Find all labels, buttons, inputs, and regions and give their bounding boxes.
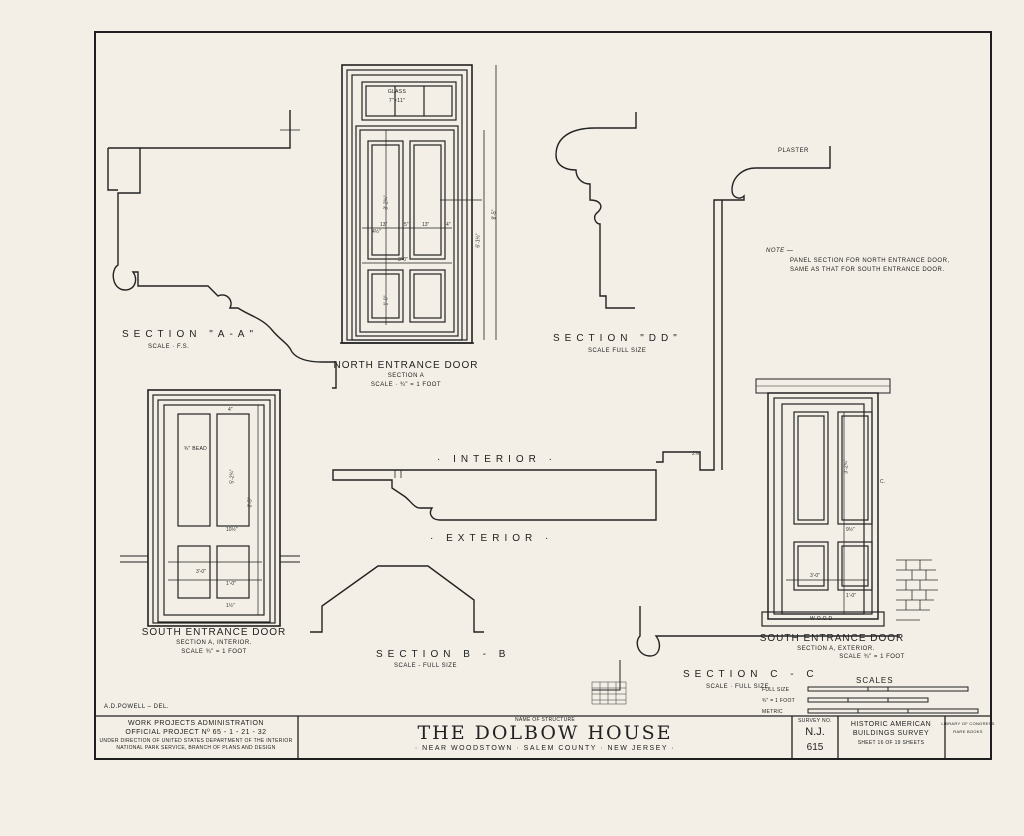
dim-south-int-rail: 10½": [226, 527, 238, 533]
wpa-line3: UNDER DIRECTION OF UNITED STATES DEPARTM…: [99, 738, 293, 744]
wpa-line2: OFFICIAL PROJECT Nº 65 - 1 - 21 - 32: [125, 729, 267, 736]
dim-south-ext-upper: 3'-2¾": [843, 459, 850, 474]
dim-panel-w-a: 13": [380, 222, 388, 228]
wpa-line4: NATIONAL PARK SERVICE, BRANCH OF PLANS A…: [116, 745, 276, 751]
brick-wall: [896, 559, 938, 621]
section-dd-scale: SCALE FULL SIZE: [588, 348, 647, 354]
section-aa-title: SECTION "A-A": [122, 329, 258, 340]
dim-overall-height: 8'-5": [491, 209, 498, 220]
north-door-scale: SCALE · ¾" = 1 FOOT: [370, 382, 442, 388]
north-door-section: SECTION A: [387, 373, 425, 379]
plaster-label: PLASTER: [778, 148, 809, 154]
section-aa-profile: [107, 110, 337, 389]
section-dd-title: SECTION "DD": [553, 333, 682, 344]
section-bb-profile: [310, 565, 484, 633]
section-aa-scale: SCALE · F.S.: [148, 344, 190, 350]
south-ext-title: SOUTH ENTRANCE DOOR: [759, 633, 905, 644]
section-cc-scale: SCALE · FULL SIZE.: [706, 684, 772, 690]
survey-state: N.J.: [805, 726, 825, 738]
sheet-border: [94, 31, 992, 760]
bead-label: ¾" BEAD: [184, 446, 208, 452]
section-dd-profile: [555, 112, 637, 309]
dim-south-int-top: 4": [228, 407, 233, 413]
hatched-block-cc: [591, 681, 627, 705]
dim-panel-w-b: 13": [422, 222, 430, 228]
dim-south-int-height: 6'-5": [247, 497, 254, 508]
south-ext-scale: SCALE ¾" = 1 FOOT: [839, 654, 905, 660]
dim-south-ext-rail: 9½": [846, 527, 855, 533]
exterior-label: · EXTERIOR ·: [430, 533, 554, 544]
dim-south-int-width: 3'-0": [196, 569, 206, 575]
section-cc-profile: [592, 606, 900, 691]
note-line2: SAME AS THAT FOR SOUTH ENTRANCE DOOR.: [790, 267, 945, 273]
dim-stile-b: 4": [446, 222, 451, 228]
scale-row-2: ¾" = 1 FOOT: [762, 698, 795, 704]
dim-door-width: 3'-0": [398, 257, 408, 263]
south-entrance-door-exterior: [755, 378, 891, 627]
note-title: NOTE —: [766, 248, 794, 254]
dim-door-height: 6'-1½": [475, 233, 482, 248]
loc-line2: RARE BOOKS: [953, 729, 983, 734]
section-cc-dim: 2⅝": [692, 451, 701, 457]
structure-name: THE DOLBOW HOUSE: [417, 722, 673, 744]
habs-line2: BUILDINGS SURVEY: [852, 730, 930, 737]
structure-location: · NEAR WOODSTOWN · SALEM COUNTY · NEW JE…: [414, 745, 676, 752]
dim-south-ext-lower: 1'-0": [846, 593, 856, 599]
dim-south-int-lower: 1'-0": [226, 581, 236, 587]
loc-line1: LIBRARY OF CONGRESS: [941, 721, 995, 726]
interior-label: · INTERIOR ·: [437, 454, 557, 465]
section-bb-interior-profile: [332, 469, 657, 521]
dim-south-int-upper: 5'-2¾": [229, 469, 236, 484]
wood-label: W O O D: [810, 616, 833, 622]
wpa-line1: WORK PROJECTS ADMINISTRATION: [128, 720, 264, 727]
section-cc-title: SECTION C - C: [683, 669, 819, 680]
note-line1: PANEL SECTION FOR NORTH ENTRANCE DOOR,: [790, 258, 950, 264]
north-door-title: NORTH ENTRANCE DOOR: [333, 360, 479, 371]
survey-number: 615: [806, 742, 824, 753]
dim-south-ext-c: C.: [880, 479, 885, 485]
sheet-number: SHEET 16 OF 19 SHEETS: [857, 740, 925, 746]
scale-row-1: FULL SIZE: [762, 687, 790, 693]
north-entrance-door: [340, 64, 497, 344]
section-bb-title: SECTION B - B: [376, 649, 511, 660]
title-block-lines: [95, 715, 991, 759]
south-int-scale: SCALE ¾" = 1 FOOT: [181, 649, 247, 655]
habs-line1: HISTORIC AMERICAN: [850, 721, 932, 728]
scale-bars: [807, 686, 979, 714]
south-ext-section: SECTION A, EXTERIOR.: [797, 646, 875, 652]
dim-south-ext-width: 3'-0": [810, 573, 820, 579]
south-int-title: SOUTH ENTRANCE DOOR: [141, 627, 287, 638]
dim-south-int-bottom: 1½": [226, 603, 235, 609]
delineator: A.D.POWELL – DEL.: [104, 704, 169, 710]
glass-size: 7"×11": [388, 98, 406, 104]
dim-mid: 5": [404, 222, 409, 228]
scale-row-3: METRIC: [762, 709, 783, 715]
section-cc-long-profile: [656, 146, 831, 471]
dim-stile-a: 4½": [372, 229, 381, 235]
scales-title: SCALES: [856, 676, 894, 685]
glass-label: GLASS: [387, 89, 407, 95]
south-entrance-door-interior: [120, 389, 300, 627]
survey-no-label: SURVEY NO.: [798, 718, 832, 724]
structure-name-label: NAME OF STRUCTURE: [514, 717, 576, 723]
section-bb-scale: SCALE - FULL SIZE: [394, 663, 457, 669]
dim-panel-upper: 3'-2¾": [383, 195, 390, 210]
south-int-section: SECTION A, INTERIOR.: [176, 640, 252, 646]
dim-panel-lower: 1'-0": [383, 295, 390, 306]
